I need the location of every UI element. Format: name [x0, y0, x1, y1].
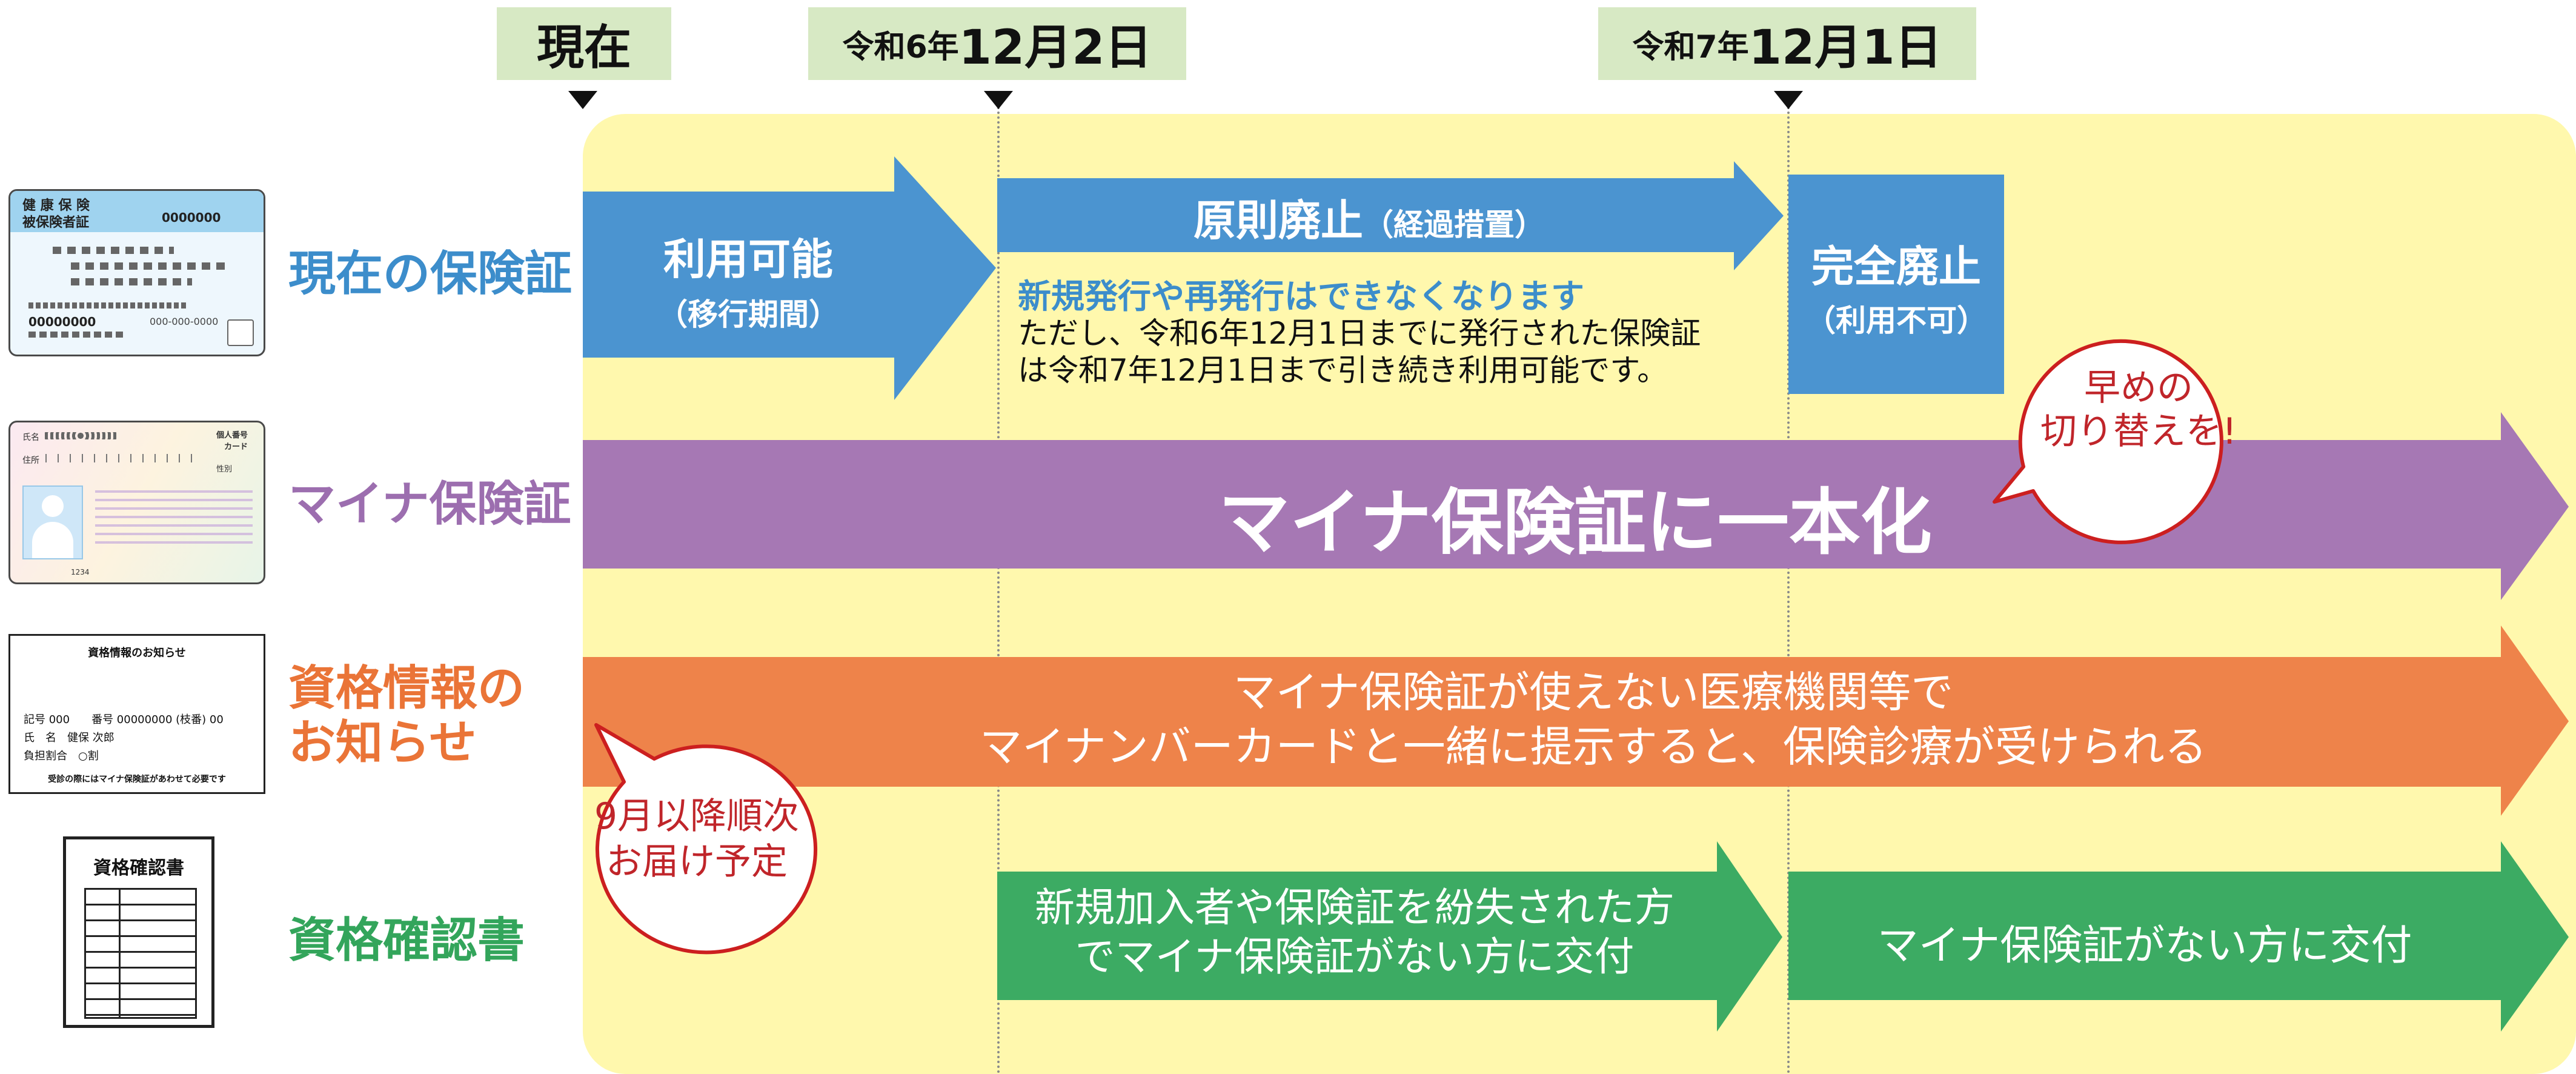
header-now: 現在 [497, 7, 671, 80]
myna-main-label: マイナ保険証に一本化 [1218, 481, 1932, 564]
arrow-cert-1 [997, 841, 1782, 1032]
bubble-delivery [594, 723, 817, 955]
arrow-info-notice [583, 625, 2569, 816]
cert-arrow2-label: マイナ保険証がない方に交付 [1877, 922, 2412, 970]
bubble-delivery-text: 9月以降順次 お届け予定 [594, 795, 800, 883]
cert-arrow1-label: 新規加入者や保険証を紛失された方 でマイナ保険証がない方に交付 [1035, 884, 1675, 980]
abolish-notice-detail: ただし、令和6年12月1日までに発行された保険証 は令和7年12月1日まで引き続… [1018, 316, 1701, 388]
arrow-cert-2 [1788, 841, 2569, 1032]
row-label-info-notice: 資格情報の お知らせ [288, 661, 525, 770]
milestone-line-2024 [997, 97, 1000, 1074]
abolish-notice-highlight: 新規発行や再発行はできなくなります [1018, 277, 1585, 316]
arrow-abolish-principle [997, 161, 1784, 270]
marker-2024-icon [984, 91, 1013, 109]
row-label-certificate: 資格確認書 [288, 913, 525, 968]
row-label-myna: マイナ保険証 [288, 477, 571, 532]
marker-2025-icon [1774, 91, 1803, 109]
full-abolish-label: 完全廃止 （利用不可） [1805, 242, 1987, 338]
bubble-switch-early-text: 早めの 切り替えを! [2040, 367, 2237, 453]
marker-now-icon [568, 91, 597, 109]
usable-label: 利用可能 （移行期間） [657, 235, 839, 332]
abolish-principle-label: 原則廃止（経過措置） [1193, 196, 1545, 245]
certificate-illustration: 資格確認書 [63, 836, 214, 1028]
insurance-card-illustration: 健 康 保 険 被保険者証 0000000 00000000 000-000-0… [8, 189, 265, 356]
info-notice-illustration: 資格情報のお知らせ 記号 000 番号 00000000 (枝番) 00 氏 名… [8, 634, 265, 794]
box-full-abolish [1788, 175, 2004, 394]
myna-card-illustration: 氏名 住所 個人番号 カード 性別 1234 [8, 421, 265, 584]
bubble-switch-early [1993, 339, 2223, 544]
row-label-current-card: 現在の保険証 [288, 247, 573, 301]
info-notice-label: マイナ保険証が使えない医療機関等で マイナンバーカードと一緒に提示すると、保険診… [980, 667, 2207, 772]
milestone-line-2025 [1787, 97, 1790, 1074]
arrow-usable [583, 156, 996, 400]
